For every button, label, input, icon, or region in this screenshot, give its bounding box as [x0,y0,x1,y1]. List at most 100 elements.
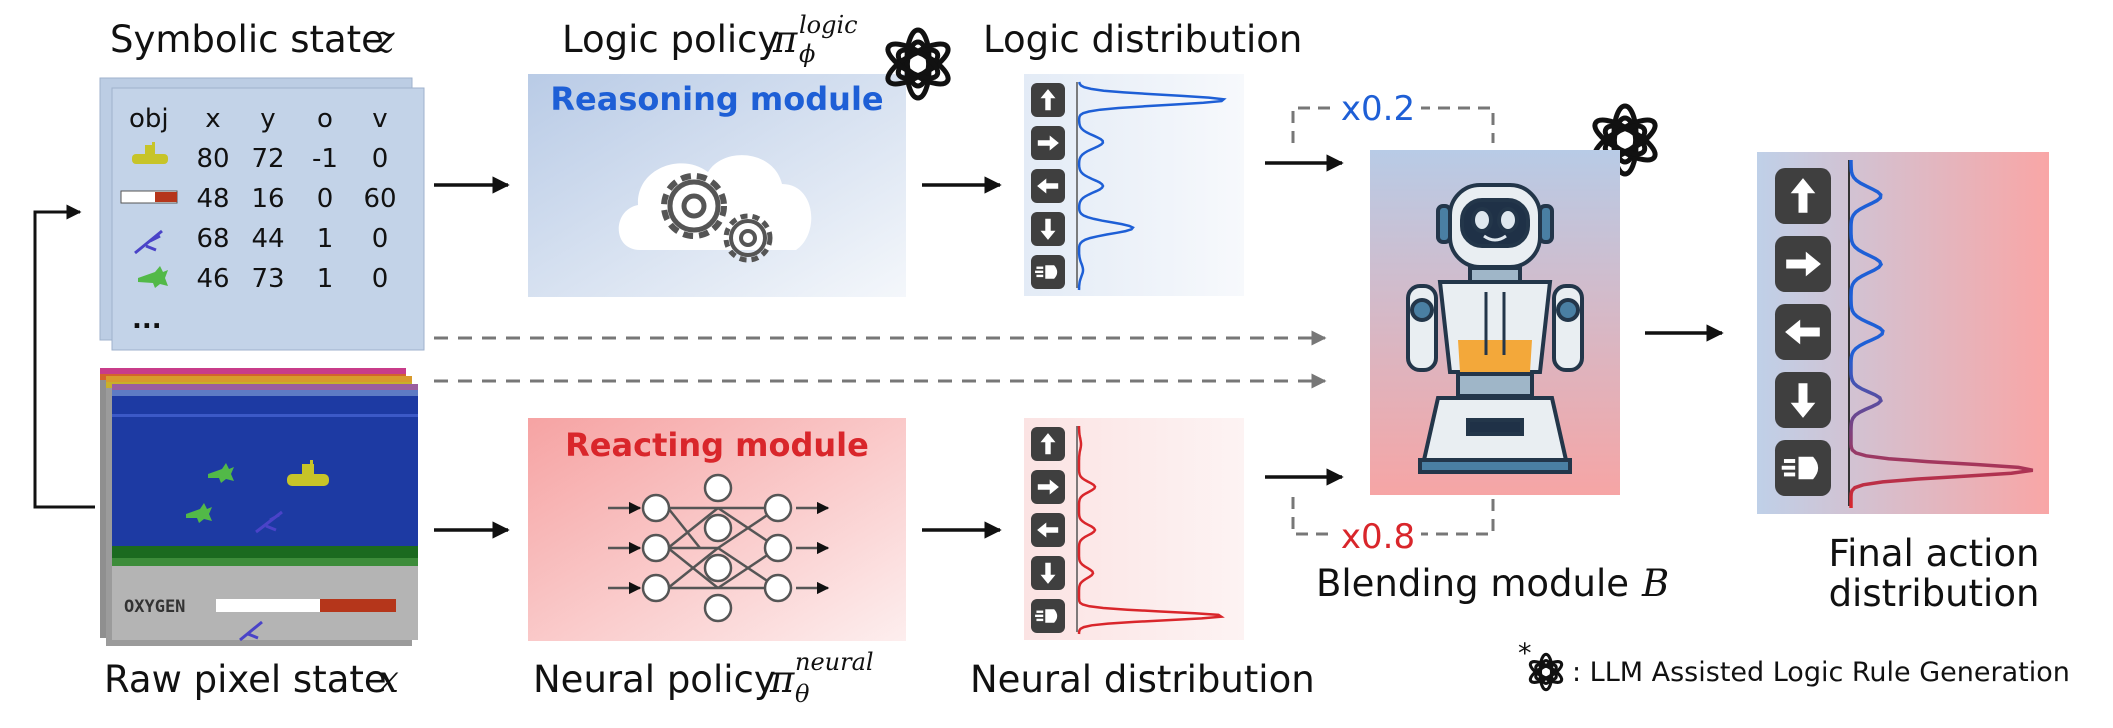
svg-text:1: 1 [317,224,334,254]
svg-text:Blending module: Blending module [1316,562,1629,605]
svg-text:80: 80 [196,144,229,174]
game-submarine-icon [287,460,329,486]
svg-text:π: π [769,658,795,701]
fire-icon [1775,440,1831,496]
svg-text:73: 73 [251,264,284,294]
table-ellipsis: ... [132,305,162,335]
fire-icon [1031,255,1065,289]
svg-text:Logic policy: Logic policy [562,18,779,61]
svg-text:π: π [772,18,798,61]
up-arrow-icon [1031,427,1065,461]
neural-distribution-title: Neural distribution [970,658,1315,701]
down-arrow-icon [1031,556,1065,590]
svg-text:0: 0 [372,144,389,174]
svg-text:Final action: Final action [1829,532,2040,575]
neural-distribution-curve [1077,426,1225,635]
gear-icon [723,213,773,263]
oxygen-bar-icon [120,190,178,204]
final-action-panel [1757,152,2049,514]
svg-text:x: x [205,104,220,134]
neural-policy-title: Neural policy π θ neural [533,648,874,708]
svg-text:o: o [317,104,333,134]
right-arrow-icon [1775,236,1831,292]
left-arrow-icon [1031,513,1065,547]
blending-module-title: Blending module B [1316,562,1669,605]
svg-text:44: 44 [251,224,284,254]
game-diver-icon [255,510,283,534]
raw-pixel-state-title: Raw pixel state x [104,658,399,701]
svg-text:v: v [372,104,387,134]
neural-weight: x0.8 [1341,517,1415,557]
submarine-icon [132,142,168,164]
svg-text:0: 0 [317,184,334,214]
game-oxygen-bar [216,599,396,612]
symbolic-state-title: Symbolic state z [110,18,395,61]
svg-text:θ: θ [795,680,810,708]
svg-text:0: 0 [372,224,389,254]
down-arrow-icon [1775,372,1831,428]
svg-text:72: 72 [251,144,284,174]
svg-text:y: y [260,104,275,134]
svg-text:Raw pixel state: Raw pixel state [104,658,387,701]
fire-icon [1031,599,1065,633]
neural-weight-bg [1335,514,1421,554]
svg-text:-1: -1 [312,144,338,174]
logic-policy-title: Logic policy π ϕ logic [562,11,858,68]
svg-text:ϕ: ϕ [799,40,815,68]
svg-text:z: z [374,18,395,61]
svg-text:obj: obj [129,104,169,134]
svg-text:distribution: distribution [1829,572,2040,615]
game-shark-icon [208,463,234,483]
reasoning-module-title: Reasoning module [550,80,883,118]
up-arrow-icon [1775,168,1831,224]
footnote-marker: * [1518,638,1532,669]
game-frame-front: OXYGEN [112,384,418,642]
svg-text:logic: logic [799,11,858,39]
openai-logo-icon [885,27,951,101]
down-arrow-icon [1031,212,1065,246]
reacting-module-title: Reacting module [565,426,869,464]
table-row: 46 73 1 0 [138,264,388,294]
svg-text:46: 46 [196,264,229,294]
svg-text:68: 68 [196,224,229,254]
game-diver-icon [239,620,263,642]
svg-text:Neural policy: Neural policy [533,658,776,701]
loop-arrow [33,204,95,509]
openai-logo-icon [1528,652,1564,692]
oxygen-label: OXYGEN [124,597,185,617]
svg-text:0: 0 [372,264,389,294]
logic-distribution-curve [1077,81,1227,291]
left-arrow-icon [1031,169,1065,203]
svg-text:48: 48 [196,184,229,214]
svg-text:1: 1 [317,264,334,294]
blending-module [1370,150,1620,495]
table-row: 68 44 1 0 [134,224,389,255]
left-arrow-icon [1775,304,1831,360]
table-row: 48 16 0 60 [120,184,397,214]
svg-text:x: x [378,658,399,701]
table-row: 80 72 -1 0 [132,142,388,174]
symbolic-state-panel: obj x y o v 80 72 -1 0 48 16 0 [99,77,425,351]
right-arrow-icon [1031,126,1065,160]
gear-cloud-icon [618,155,812,263]
diver-icon [134,229,163,255]
reacting-module: Reacting module [528,418,906,641]
right-arrow-icon [1031,470,1065,504]
svg-text:neural: neural [795,648,874,676]
up-arrow-icon [1031,83,1065,117]
svg-text:B: B [1641,562,1669,605]
logic-weight: x0.2 [1341,89,1415,129]
final-distribution-curve [1849,160,2034,508]
table-header: obj x y o v [129,104,388,134]
neural-network-icon [608,473,830,623]
gear-icon [661,173,727,239]
footnote-text: : LLM Assisted Logic Rule Generation [1572,657,2070,688]
logic-distribution-title: Logic distribution [983,18,1302,61]
reasoning-module: Reasoning module [528,74,906,297]
raw-pixel-state-panel: OXYGEN [100,368,418,646]
svg-text:16: 16 [251,184,284,214]
game-shark-icon [186,503,212,523]
logic-distribution-panel [1024,74,1244,296]
svg-text:60: 60 [363,184,396,214]
